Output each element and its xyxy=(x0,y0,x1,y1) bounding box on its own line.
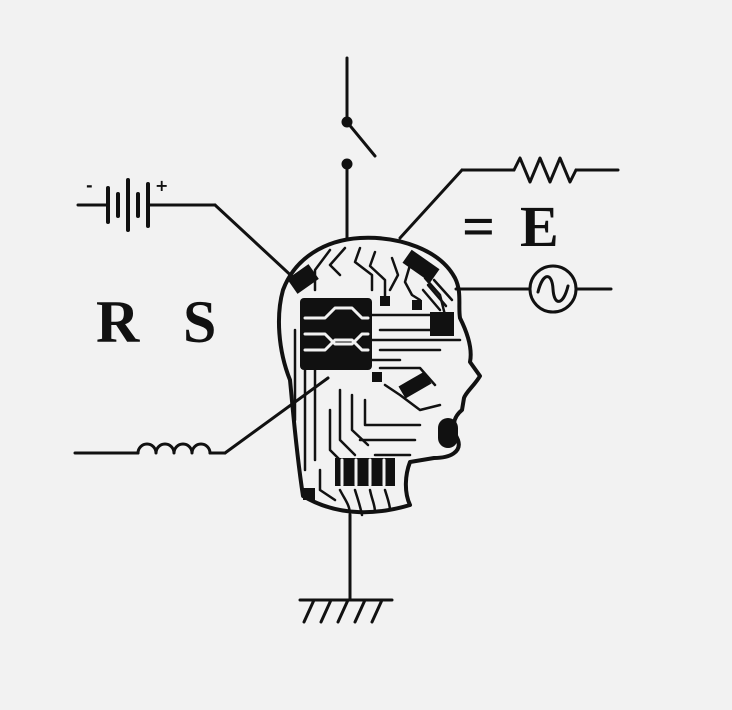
chip-detail xyxy=(303,306,386,487)
ground-symbol xyxy=(298,513,394,624)
ac-source-symbol xyxy=(454,264,613,314)
label-r: R xyxy=(96,289,140,355)
label-equals: = xyxy=(462,194,496,259)
label-e: E xyxy=(520,194,559,259)
resistor-symbol xyxy=(398,156,620,240)
battery-symbol xyxy=(76,178,300,284)
circuit-traces xyxy=(293,246,447,517)
battery-minus-sign: - xyxy=(86,176,93,195)
head-outline xyxy=(276,235,482,515)
switch-symbol xyxy=(341,56,377,240)
bus-lines xyxy=(370,278,462,362)
battery-plus-sign: + xyxy=(155,176,169,195)
inductor-symbol xyxy=(73,376,330,455)
label-s: S xyxy=(183,289,217,355)
